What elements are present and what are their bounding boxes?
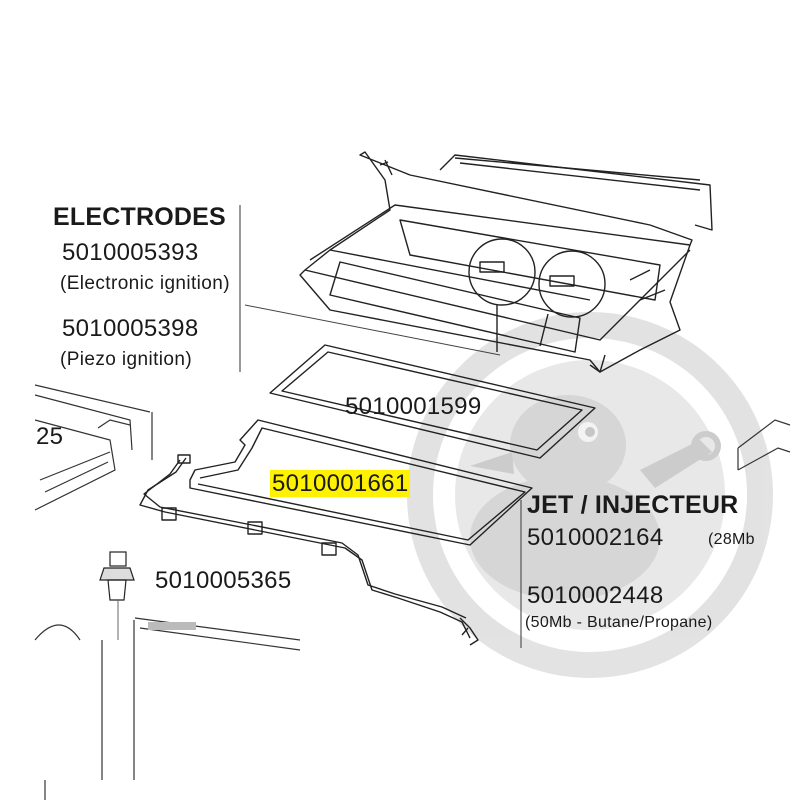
cropped-part-label: 25 (36, 423, 64, 450)
valve-part-number: 5010005365 (155, 567, 292, 594)
electrode-part-number-1: 5010005393 (62, 239, 199, 266)
jet-heading: JET / INJECTEUR (527, 491, 739, 519)
gasket-drawing (269, 344, 596, 459)
jet-part-number-2: 5010002448 (527, 582, 664, 609)
control-panel-drawing (34, 384, 153, 511)
front-panel-drawing (34, 617, 301, 800)
burner-loop-drawing (189, 419, 533, 546)
side-shelf-drawing (737, 419, 791, 471)
gas-pipe-drawing (139, 454, 479, 646)
electrodes-heading: ELECTRODES (53, 203, 226, 231)
valve-drawing (99, 551, 135, 601)
burner-tray-drawing (299, 151, 713, 373)
jet-desc-1: (28Mb (708, 531, 755, 548)
electrodes-leader-line (244, 304, 501, 356)
electrode-desc-2: (Piezo ignition) (60, 349, 193, 370)
jet-desc-2: (50Mb - Butane/Propane) (525, 614, 713, 631)
electrode-part-number-2: 5010005398 (62, 315, 199, 342)
gasket-part-number: 5010001599 (345, 393, 482, 420)
jet-part-number-1: 5010002164 (527, 524, 664, 551)
duck-mascot-icon (407, 312, 773, 678)
highlighted-part-number: 5010001661 (270, 470, 411, 497)
burner-part-number: 5010001661 (270, 470, 411, 498)
electrode-desc-1: (Electronic ignition) (60, 273, 230, 294)
